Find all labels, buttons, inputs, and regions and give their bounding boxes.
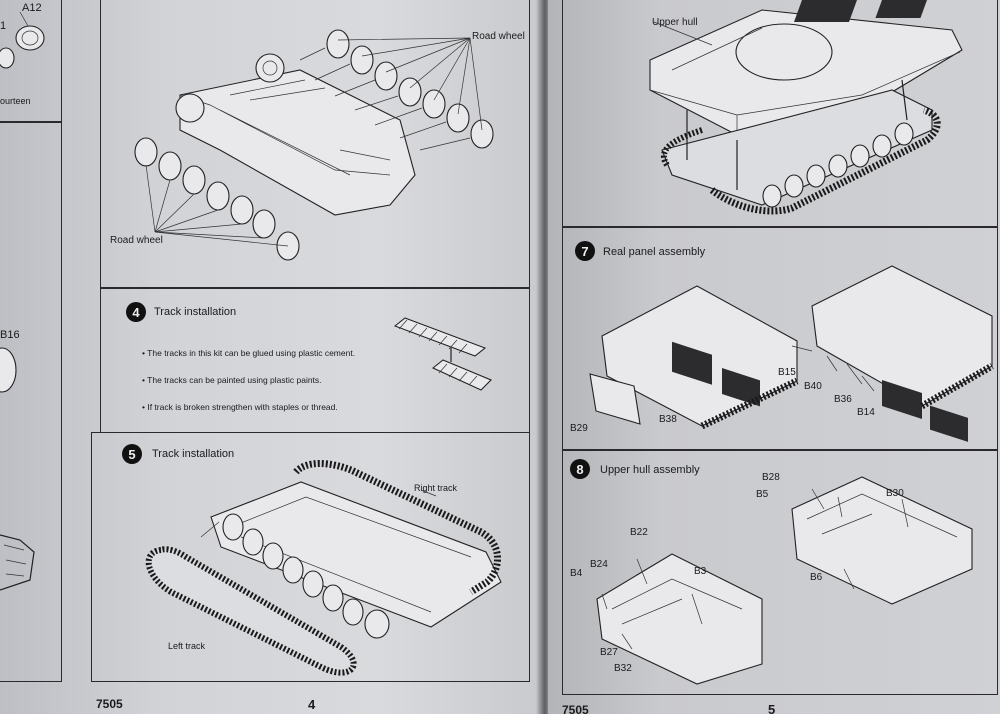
right-kit-number: 7505	[562, 703, 589, 714]
track-installation-drawing	[145, 460, 502, 676]
step4-note-2: • The tracks can be painted using plasti…	[142, 375, 322, 385]
part-label-b40: B40	[804, 381, 822, 392]
step8-title: Upper hull assembly	[600, 464, 700, 476]
part-label-b3: B3	[694, 566, 707, 577]
road-wheels-panel	[100, 0, 530, 288]
step5-panel	[91, 432, 530, 682]
upper-hull-label: Upper hull	[652, 17, 698, 28]
left-track-label: Left track	[168, 641, 206, 651]
track-links-drawing	[393, 317, 492, 391]
step4-title: Track installation	[154, 306, 237, 318]
step8-panel	[562, 449, 998, 695]
part-label-b36: B36	[834, 394, 852, 405]
part-label-b27: B27	[600, 647, 618, 658]
left-kit-number: 7505	[96, 697, 123, 711]
part-label-1: 1	[0, 20, 7, 32]
step4-note-1: • The tracks in this kit can be glued us…	[142, 348, 356, 358]
edge-strip-frame-bottom	[0, 122, 62, 682]
edge-strip-frame-top	[0, 0, 62, 122]
left-page-number: 4	[308, 697, 316, 712]
part-label-b5: B5	[756, 489, 769, 500]
right-track-label: Right track	[414, 483, 458, 493]
upper-hull-assembly-drawing	[596, 476, 973, 685]
part-label-b4: B4	[570, 568, 583, 579]
upper-hull-drawing	[649, 0, 963, 215]
step5-number-badge: 5	[122, 444, 142, 464]
part-label-a12: A12	[22, 2, 42, 14]
fourteen-text: ourteen	[0, 96, 31, 106]
step7-title: Real panel assembly	[603, 246, 706, 258]
left-instruction-page: A12 1 ourteen B16 Road wheel Road wheel	[0, 0, 540, 714]
road-wheel-label-bottom: Road wheel	[110, 235, 163, 246]
part-label-b28: B28	[762, 472, 780, 483]
step5-title: Track installation	[152, 448, 235, 460]
step4-number-badge: 4	[126, 302, 146, 322]
part-label-b6: B6	[810, 572, 823, 583]
step4-note-3: • If track is broken strengthen with sta…	[142, 402, 338, 412]
road-wheel-label-top: Road wheel	[472, 31, 525, 42]
step7-panel	[562, 226, 998, 451]
part-label-b14: B14	[857, 407, 875, 418]
wheel-a12-drawing	[0, 11, 45, 69]
edge-part-drawings	[0, 347, 35, 591]
part-label-b32: B32	[614, 663, 632, 674]
part-label-b22: B22	[630, 527, 648, 538]
road-wheels-drawing	[134, 29, 494, 261]
part-label-b15: B15	[778, 367, 796, 378]
step8-number-badge: 8	[570, 459, 590, 479]
part-label-b38: B38	[659, 414, 677, 425]
right-instruction-page: Upper hull 7 Real panel assembly	[548, 0, 1000, 714]
step7-number-badge: 7	[575, 241, 595, 261]
right-page-number: 5	[768, 702, 776, 714]
part-label-b30: B30	[886, 488, 904, 499]
part-label-b16: B16	[0, 329, 20, 341]
part-label-b24: B24	[590, 559, 608, 570]
upper-hull-panel	[562, 0, 998, 228]
part-label-b29: B29	[570, 423, 588, 434]
rear-panel-drawing	[589, 265, 994, 442]
